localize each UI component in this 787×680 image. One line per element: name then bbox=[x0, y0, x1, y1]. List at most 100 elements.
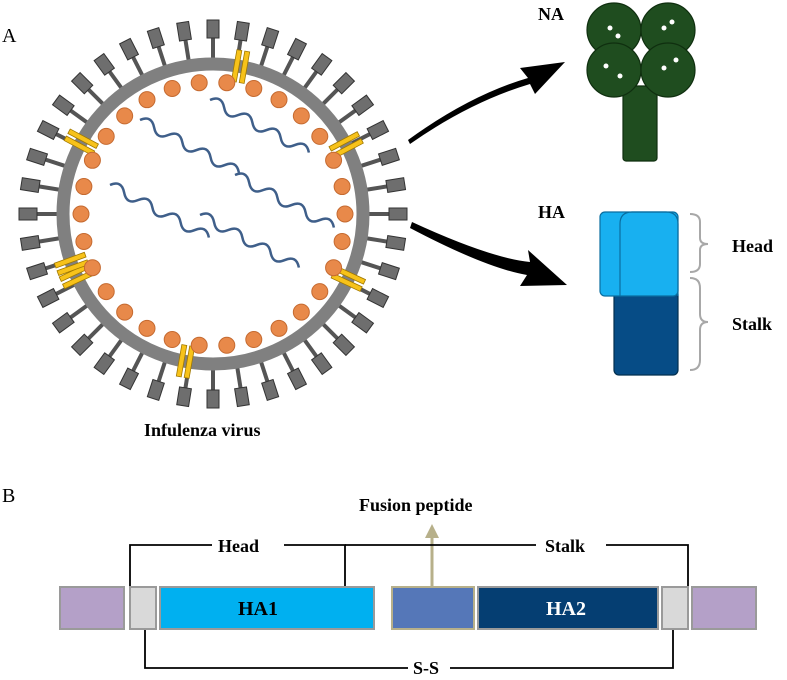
ha-spike-icon bbox=[146, 27, 167, 67]
matrix-bead bbox=[311, 283, 329, 301]
ha-spike-icon bbox=[118, 37, 144, 76]
ha-spike-icon bbox=[599, 211, 679, 376]
ha-spike-icon bbox=[303, 339, 333, 376]
signal-segment-left bbox=[59, 586, 125, 630]
ha-spike-icon bbox=[18, 207, 57, 221]
matrix-bead bbox=[218, 336, 236, 354]
matrix-bead bbox=[116, 303, 134, 321]
signal-segment-right bbox=[691, 586, 757, 630]
ha-spike-icon bbox=[338, 94, 375, 124]
matrix-bead bbox=[116, 107, 134, 125]
stalk-brace bbox=[689, 277, 709, 371]
ha-spike-icon bbox=[176, 20, 192, 61]
ha-spike-icon bbox=[303, 52, 333, 89]
panel-b-letter: B bbox=[2, 485, 15, 507]
ha-spike-icon bbox=[93, 339, 123, 376]
ha-spike-icon bbox=[369, 207, 408, 221]
ha-spike-icon bbox=[234, 367, 250, 408]
ha-spike-icon bbox=[282, 352, 308, 391]
matrix-bead bbox=[333, 232, 351, 250]
matrix-bead bbox=[83, 259, 101, 277]
matrix-bead bbox=[75, 178, 93, 196]
ha-spike-icon bbox=[366, 177, 407, 193]
fusion-arrowhead bbox=[425, 524, 439, 538]
matrix-bead bbox=[270, 319, 288, 337]
matrix-bead bbox=[97, 283, 115, 301]
ha-spike-icon bbox=[321, 322, 356, 357]
matrix-bead bbox=[292, 303, 310, 321]
na-dots bbox=[603, 19, 679, 79]
matrix-bead bbox=[72, 205, 90, 223]
na-spike-icon bbox=[586, 2, 696, 162]
ha-spike-icon bbox=[366, 235, 407, 251]
surface-spikes bbox=[18, 19, 408, 409]
ha-spike-icon bbox=[70, 322, 105, 357]
ha-spike-icon bbox=[51, 94, 88, 124]
matrix-bead bbox=[218, 74, 236, 92]
ha-spike-icon bbox=[146, 361, 167, 401]
matrix-bead bbox=[75, 232, 93, 250]
m2-channel-icon bbox=[63, 128, 99, 157]
m2-channel-icon bbox=[330, 265, 367, 292]
linker-segment-right bbox=[661, 586, 689, 630]
ha-spike-icon bbox=[19, 235, 60, 251]
ha-spike-icon bbox=[206, 19, 220, 58]
m2-channel-icon bbox=[53, 251, 90, 276]
ha-spike-icon bbox=[321, 71, 356, 106]
matrix-bead bbox=[190, 336, 208, 354]
viral-rna bbox=[109, 97, 336, 268]
head-brace bbox=[689, 213, 709, 273]
stalk-domain-label: Stalk bbox=[545, 536, 585, 556]
ha-spike-icon bbox=[259, 361, 280, 401]
matrix-bead bbox=[336, 205, 354, 223]
fusion-segment bbox=[391, 586, 475, 630]
matrix-bead bbox=[138, 91, 156, 109]
ha-spike-icon bbox=[118, 352, 144, 391]
ha-spike-icon bbox=[360, 147, 400, 168]
arrow-icon bbox=[410, 222, 567, 286]
disulfide-label: S-S bbox=[413, 658, 439, 678]
membrane-proteins bbox=[53, 49, 367, 379]
stalk-label: Stalk bbox=[732, 314, 772, 334]
ha-spike-icon bbox=[282, 37, 308, 76]
matrix-bead bbox=[325, 259, 343, 277]
ha-label: HA bbox=[538, 202, 565, 222]
matrix-bead bbox=[311, 127, 329, 145]
ha2-segment bbox=[477, 586, 659, 630]
ha1-label: HA1 bbox=[238, 598, 278, 620]
matrix-protein-layer bbox=[72, 74, 354, 354]
matrix-bead bbox=[83, 151, 101, 169]
panel-a-letter: A bbox=[2, 25, 17, 47]
matrix-bead bbox=[138, 319, 156, 337]
ha-spike-icon bbox=[70, 71, 105, 106]
linker-segment-left bbox=[129, 586, 157, 630]
na-label: NA bbox=[538, 4, 564, 24]
fusion-peptide-label: Fusion peptide bbox=[359, 495, 473, 515]
matrix-bead bbox=[325, 151, 343, 169]
head-domain-label: Head bbox=[218, 536, 259, 556]
ha-spike-icon bbox=[360, 260, 400, 281]
ha-spike-icon bbox=[93, 52, 123, 89]
matrix-bead bbox=[270, 91, 288, 109]
matrix-bead bbox=[245, 331, 263, 349]
matrix-bead bbox=[163, 79, 181, 97]
matrix-bead bbox=[190, 74, 208, 92]
arrow-icon bbox=[408, 62, 565, 144]
ha-spike-icon bbox=[259, 27, 280, 67]
matrix-bead bbox=[97, 127, 115, 145]
ha-spike-icon bbox=[206, 370, 220, 409]
ha2-label: HA2 bbox=[546, 598, 586, 620]
viral-membrane bbox=[56, 57, 370, 371]
virus-label: Infulenza virus bbox=[144, 420, 261, 440]
matrix-bead bbox=[333, 178, 351, 196]
matrix-bead bbox=[245, 79, 263, 97]
matrix-bead bbox=[163, 331, 181, 349]
ha-spike-icon bbox=[51, 304, 88, 334]
ha-spike-icon bbox=[19, 177, 60, 193]
head-label: Head bbox=[732, 236, 773, 256]
ha1-segment bbox=[159, 586, 375, 630]
ha-spike-icon bbox=[26, 147, 66, 168]
ha-spike-icon bbox=[338, 304, 375, 334]
matrix-bead bbox=[292, 107, 310, 125]
